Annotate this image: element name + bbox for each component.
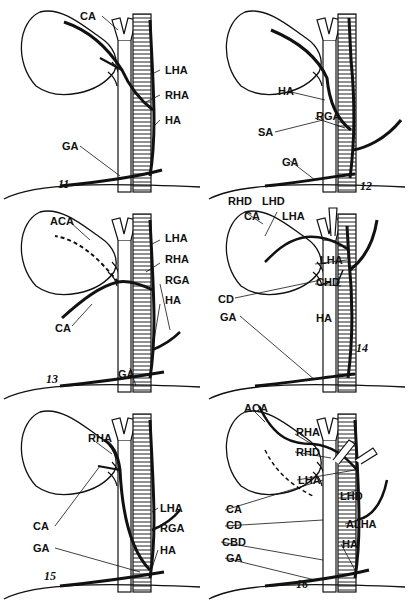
vessel-label: HA [342, 538, 358, 550]
vessel-label: GA [282, 156, 299, 168]
vessel-label: CD [226, 519, 242, 531]
vessel-label: RHD [296, 446, 320, 458]
vessel-label: LHA [165, 232, 188, 244]
figure-number: 15 [44, 570, 56, 582]
figure-number: 13 [46, 373, 58, 385]
vessel-label: HA [165, 294, 181, 306]
vessel-label: RHA [296, 426, 320, 438]
figure-number: 14 [356, 342, 368, 354]
figure-number: 12 [360, 180, 372, 192]
vessel-label: LHA [160, 502, 183, 514]
vessel-label: CHD [316, 276, 340, 288]
vessel-label: CA [226, 503, 242, 515]
vessel-label: ACA [244, 402, 268, 414]
vessel-label: GA [220, 311, 237, 323]
vessel-label: RHD [228, 195, 252, 207]
vessel-label: HA [316, 312, 332, 324]
vessel-label: RHA [165, 89, 189, 101]
vessel-label: GA [62, 140, 79, 152]
vessel-label: RHA [88, 432, 112, 444]
vessel-label: CA [33, 520, 49, 532]
vessel-label: GA [226, 552, 243, 564]
vessel-label: CA [55, 322, 71, 334]
vessel-label: LHA [282, 210, 305, 222]
vessel-label: LHA [298, 474, 321, 486]
vessel-label: CBD [222, 536, 246, 548]
vessel-label: RGA [165, 274, 189, 286]
vessel-label: RGA [160, 522, 184, 534]
vessel-label: ALHA [346, 518, 377, 530]
vessel-label: GA [118, 368, 135, 380]
vessel-label: HA [160, 544, 176, 556]
figure-number: 11 [58, 178, 69, 190]
vessel-label: HA [278, 85, 294, 97]
vessel-label: RGA [316, 110, 340, 122]
figure-number: 16 [296, 578, 308, 590]
vessel-label: RHA [165, 253, 189, 265]
vessel-label: CD [218, 293, 234, 305]
vessel-label: SA [258, 126, 273, 138]
vessel-label: HA [165, 114, 181, 126]
vessel-label: LHD [262, 195, 285, 207]
vessel-label: LHA [320, 254, 343, 266]
vessel-label: LHD [340, 490, 363, 502]
vessel-label: LHA [165, 64, 188, 76]
vessel-label: CA [80, 10, 96, 22]
vessel-label: ACA [50, 215, 74, 227]
vessel-label: GA [33, 542, 50, 554]
vessel-label: CA [244, 210, 260, 222]
